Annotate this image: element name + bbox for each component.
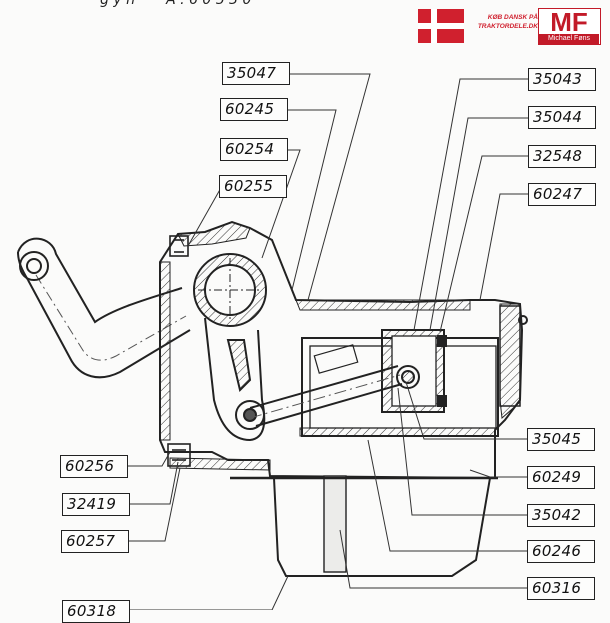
part-label-32548: 32548 (528, 145, 596, 168)
part-label-60318: 60318 (62, 600, 130, 623)
part-label-60256: 60256 (60, 455, 128, 478)
flange-bolts (167, 235, 191, 467)
part-label-60246: 60246 (527, 540, 595, 563)
piston-rod (249, 344, 403, 427)
part-label-60255: 60255 (219, 175, 287, 198)
lift-shaft (193, 253, 267, 327)
diagram-canvas: g y n · · · A . 6 0 5 3 0 KØB DANSK PÅ T… (17, 0, 601, 623)
cylinder (301, 305, 528, 437)
part-label-60257: 60257 (61, 530, 129, 553)
leader-lines (128, 73, 528, 610)
hydraulic-lift-cylinder-drawing (17, 73, 528, 610)
part-label-60316: 60316 (527, 577, 595, 600)
slogan[interactable]: KØB DANSK PÅ TRAKTORDELE.DK (463, 13, 538, 31)
logo-text: MF (550, 7, 588, 37)
part-label-35042: 35042 (527, 504, 595, 527)
mf-logo[interactable]: MF Michael Føns (538, 8, 601, 45)
danish-flag-icon (418, 9, 464, 43)
header-partial-title: g y n · · · A . 6 0 5 3 0 (100, 0, 252, 8)
slogan-line-1: KØB DANSK PÅ (487, 14, 538, 21)
part-label-60245: 60245 (220, 98, 288, 121)
part-label-60254: 60254 (220, 138, 288, 161)
part-label-60247: 60247 (528, 183, 596, 206)
part-label-35044: 35044 (528, 106, 596, 129)
part-label-35047: 35047 (222, 62, 290, 85)
part-label-35043: 35043 (528, 68, 596, 91)
inner-arm (204, 317, 266, 442)
part-label-32419: 32419 (62, 493, 130, 516)
lower-housing (230, 475, 498, 577)
part-label-60249: 60249 (527, 466, 595, 489)
part-label-35045: 35045 (527, 428, 595, 451)
lift-arm (17, 237, 191, 379)
logo-name: Michael Føns (539, 34, 599, 44)
slogan-line-2: TRAKTORDELE.DK (477, 23, 538, 30)
